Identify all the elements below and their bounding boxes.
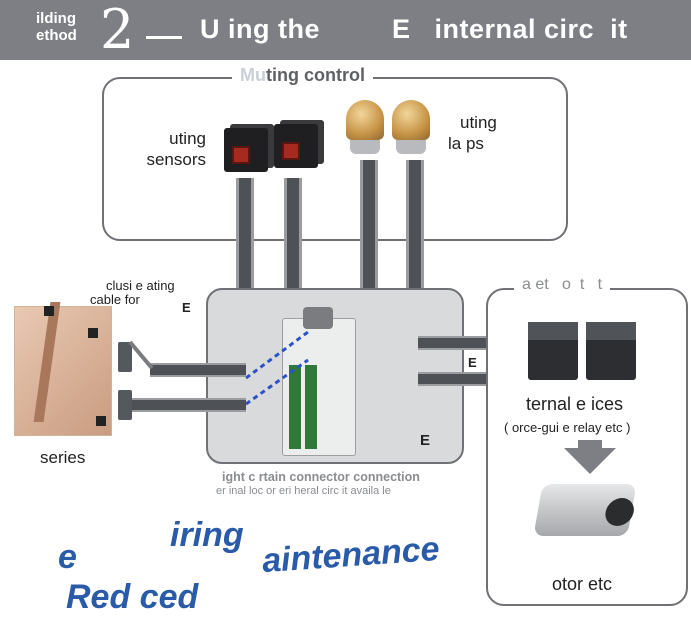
muting-lamps-label: uting la ps: [448, 113, 497, 153]
muting-control-box: [102, 77, 568, 241]
muting-lamp-1: [346, 100, 384, 140]
header-divider: [146, 36, 182, 39]
devices-box-title: a et o t t: [514, 276, 611, 294]
muting-lamp-2: [392, 100, 430, 140]
external-devices-label: ternal e ices ( orce-gui e relay etc ): [504, 394, 631, 435]
connection-note: ight c rtain connector connection er ina…: [216, 470, 420, 497]
muting-lamp-2-base: [396, 140, 426, 154]
cable-sensor-2: [284, 178, 302, 294]
series-label: series: [40, 448, 86, 467]
cable-curtain-1: [150, 363, 246, 377]
connector-2: [118, 390, 132, 420]
slogan-line2-a: Red ced: [66, 578, 199, 616]
muting-sensor-1: [224, 128, 268, 172]
cable-curtain-2: [132, 398, 246, 412]
relay-1: [528, 322, 578, 380]
cable-label-marker: E: [182, 300, 191, 315]
controller-unit: [282, 307, 356, 456]
down-arrow-stem: [578, 440, 602, 450]
cable-lamp-1: [360, 160, 378, 294]
relay-2: [586, 322, 636, 380]
muting-sensors-label: uting sensors: [146, 129, 206, 169]
light-curtain-panel: [14, 302, 112, 436]
muting-sensor-2: [274, 124, 318, 168]
muting-lamp-1-base: [350, 140, 380, 154]
slogan-line2-b: aintenance: [260, 529, 441, 581]
cable-sensor-1: [236, 178, 254, 294]
slogan-line1-a: e: [58, 538, 77, 576]
dedicated-cable-label: clusi e ating cable for: [90, 278, 175, 307]
method-label: ilding ethod: [36, 10, 77, 44]
motor-label: otor etc: [552, 574, 613, 594]
slogan-line1-b: iring: [170, 516, 244, 554]
muting-control-title: Muting control: [232, 65, 373, 86]
down-arrow-icon: [564, 448, 616, 474]
page-title: U ing the E internal circ it: [200, 14, 628, 44]
method-number: 2: [100, 0, 135, 61]
header-bar: [0, 0, 691, 60]
connector-1: [118, 342, 132, 372]
connection-lines: [245, 330, 309, 406]
cable-lamp-2: [406, 160, 424, 294]
output-side-marker: E: [468, 355, 477, 370]
motor-image: [533, 484, 637, 536]
controller-marker: E: [420, 432, 431, 449]
cable-diagonal: [128, 340, 154, 370]
